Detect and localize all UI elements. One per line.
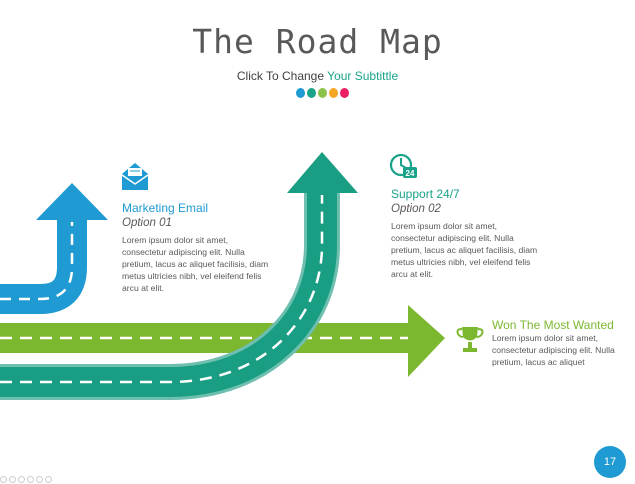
- blue-road-arrow: [0, 183, 108, 314]
- color-dot: [307, 88, 316, 98]
- color-dots: [296, 88, 349, 98]
- item-body[interactable]: Lorem ipsum dolor sit amet, consectetur …: [391, 221, 538, 279]
- subtitle-prefix: Click To Change: [236, 69, 325, 83]
- item-body[interactable]: Lorem ipsum dolor sit amet, consectetur …: [492, 333, 615, 367]
- green-arrow-head: [408, 305, 445, 377]
- item-body[interactable]: Lorem ipsum dolor sit amet, consectetur …: [122, 235, 269, 293]
- item-heading[interactable]: Won The Most Wanted: [492, 318, 614, 332]
- item-heading[interactable]: Support 24/7: [391, 187, 460, 201]
- svg-text:24: 24: [406, 169, 415, 178]
- blue-road-dashes: [0, 222, 74, 301]
- zoom-button[interactable]: [36, 476, 43, 483]
- teal-road-dashes: [0, 195, 324, 384]
- slide-grid-button[interactable]: [27, 476, 34, 483]
- color-dot: [340, 88, 349, 98]
- color-dot: [329, 88, 338, 98]
- item-heading[interactable]: Marketing Email: [122, 201, 209, 215]
- color-dot: [296, 88, 305, 98]
- prev-slide-button[interactable]: [0, 476, 7, 483]
- email-icon: [121, 163, 149, 190]
- more-options-button[interactable]: [45, 476, 52, 483]
- item-option[interactable]: Option 02: [391, 203, 441, 215]
- teal-road-arrow: [0, 152, 358, 400]
- slide-subtitle[interactable]: Click To Change Your Subtittle: [0, 69, 635, 83]
- green-road-arrow: [0, 305, 445, 377]
- clock-24-icon: 24: [389, 153, 417, 178]
- blue-road: [0, 217, 87, 314]
- page-number-badge: 17: [594, 446, 626, 478]
- blue-arrow-head: [36, 183, 108, 220]
- color-dot: [318, 88, 327, 98]
- pen-tool-button[interactable]: [18, 476, 25, 483]
- trophy-icon: [456, 327, 484, 352]
- subtitle-accent: Your Subtittle: [327, 69, 399, 83]
- slideshow-toolbar: [0, 476, 52, 483]
- next-slide-button[interactable]: [9, 476, 16, 483]
- slide-title[interactable]: The Road Map: [192, 22, 443, 61]
- teal-arrow-head: [287, 152, 358, 193]
- item-option[interactable]: Option 01: [122, 217, 172, 229]
